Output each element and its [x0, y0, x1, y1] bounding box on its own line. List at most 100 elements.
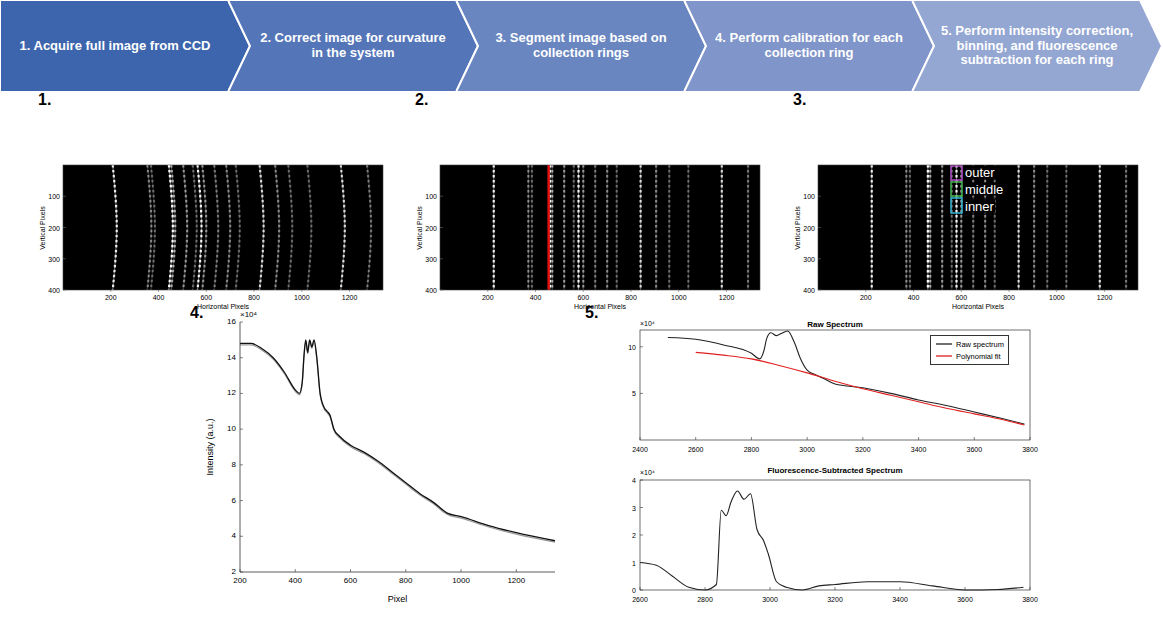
tick-label: 3400 [892, 596, 908, 603]
legend-text: Polynomial fit [956, 352, 1001, 361]
tick-label: 1200 [1097, 294, 1113, 301]
tick-label: 100 [425, 193, 437, 200]
tick-label: 100 [803, 193, 815, 200]
ring-label: inner [964, 200, 995, 213]
tick-label: 600 [955, 294, 967, 301]
tick-label: 600 [577, 294, 589, 301]
tick-label: 4 [232, 532, 236, 540]
tick-label: 400 [48, 287, 60, 294]
tick-label: 8 [232, 461, 236, 469]
tick-label: 300 [425, 255, 437, 262]
tick-label: 3400 [911, 446, 927, 453]
chevron-body: 5. Perform intensity correction, binning… [940, 0, 1134, 92]
chevron-body: 2. Correct image for curvature in the sy… [256, 0, 450, 92]
tick-label: 16 [227, 318, 236, 326]
panel-number: 1. [38, 92, 51, 108]
legend-line-sample [935, 352, 953, 360]
legend-row: Raw spectrum [935, 338, 1004, 350]
axis-exponent: ×10⁴ [640, 469, 655, 476]
tick-label: 3000 [762, 596, 778, 603]
chevron-fill [456, 0, 706, 92]
tick-label: 200 [803, 224, 815, 231]
tick-label: 2800 [744, 446, 760, 453]
tick-label: 400 [530, 294, 542, 301]
tick-label: 1000 [671, 294, 687, 301]
process-chevron: 1. Acquire full image from CCD [0, 0, 250, 92]
tick-label: 800 [399, 577, 412, 585]
chevron-fill [228, 0, 478, 92]
chevron-body: 4. Perform calibration for each collecti… [712, 0, 906, 92]
tick-label: 400 [425, 287, 437, 294]
axis-exponent: ×10⁴ [640, 320, 655, 327]
tick-label: 400 [803, 287, 815, 294]
tick-label: 1200 [719, 294, 735, 301]
tick-label: 0 [632, 587, 636, 594]
tick-label: 4 [632, 477, 636, 484]
chevron-fill [912, 0, 1162, 92]
tick-label: 3200 [827, 596, 843, 603]
process-chevron: 2. Correct image for curvature in the sy… [228, 0, 478, 92]
ccd-image [63, 165, 383, 292]
panel-number: 4. [190, 305, 203, 321]
tick-label: 3800 [1022, 596, 1038, 603]
tick-label: 3200 [855, 446, 871, 453]
ring-label: middle [964, 183, 1004, 196]
tick-label: 3 [632, 504, 636, 511]
tick-label: 5 [632, 390, 636, 397]
axis-exponent: ×10⁴ [240, 311, 257, 319]
tick-label: 200 [860, 294, 872, 301]
tick-label: 6 [232, 497, 236, 505]
ccd-image [440, 165, 760, 292]
process-chevron: 4. Perform calibration for each collecti… [684, 0, 934, 92]
tick-label: 400 [908, 294, 920, 301]
spectrum-plot [240, 322, 555, 572]
chevron-body: 1. Acquire full image from CCD [8, 0, 222, 92]
tick-label: 2 [632, 532, 636, 539]
tick-label: 12 [227, 389, 236, 397]
axis-title: Horizontal Pixels [952, 303, 1004, 310]
chevron-fill [684, 0, 934, 92]
plot-title: Fluorescence-Subtracted Spectrum [767, 467, 902, 475]
axis-title: Vertical Pixels [39, 206, 46, 250]
tick-label: 400 [153, 294, 165, 301]
tick-label: 300 [803, 255, 815, 262]
tick-label: 1000 [294, 294, 310, 301]
process-chevron: 3. Segment image based on collection rin… [456, 0, 706, 92]
plot-title: Raw Spectrum [807, 321, 863, 329]
step-text: 4. Perform calibration for each collecti… [712, 31, 906, 61]
raw-spectrum-plot [640, 330, 1030, 440]
panel-number: 5. [585, 305, 598, 321]
axis-title: Intensity (a.u.) [206, 418, 215, 475]
tick-label: 10 [628, 343, 636, 350]
tick-label: 14 [227, 354, 236, 362]
step-text: 1. Acquire full image from CCD [20, 39, 211, 54]
step-text: 2. Correct image for curvature in the sy… [256, 31, 450, 61]
tick-label: 1200 [342, 294, 358, 301]
legend-row: Polynomial fit [935, 350, 1004, 362]
chevron-fill [0, 0, 250, 92]
axis-title: Pixel [388, 595, 408, 604]
tick-label: 2600 [632, 596, 648, 603]
tick-label: 3600 [966, 446, 982, 453]
tick-label: 800 [1003, 294, 1015, 301]
tick-label: 600 [200, 294, 212, 301]
legend-line-sample [935, 340, 953, 348]
tick-label: 10 [227, 425, 236, 433]
tick-label: 300 [48, 255, 60, 262]
panel-number: 2. [415, 92, 428, 108]
tick-label: 1000 [452, 577, 470, 585]
tick-label: 3600 [957, 596, 973, 603]
tick-label: 2600 [688, 446, 704, 453]
tick-label: 200 [425, 224, 437, 231]
tick-label: 2400 [632, 446, 648, 453]
step-text: 3. Segment image based on collection rin… [484, 31, 678, 61]
tick-label: 800 [625, 294, 637, 301]
subtracted-spectrum-plot [640, 480, 1030, 590]
process-chevron: 5. Perform intensity correction, binning… [912, 0, 1162, 92]
legend-box: Raw spectrumPolynomial fit [930, 335, 1009, 365]
tick-label: 3000 [799, 446, 815, 453]
tick-label: 1000 [1049, 294, 1065, 301]
tick-label: 1200 [507, 577, 525, 585]
tick-label: 3800 [1022, 446, 1038, 453]
tick-label: 200 [48, 224, 60, 231]
